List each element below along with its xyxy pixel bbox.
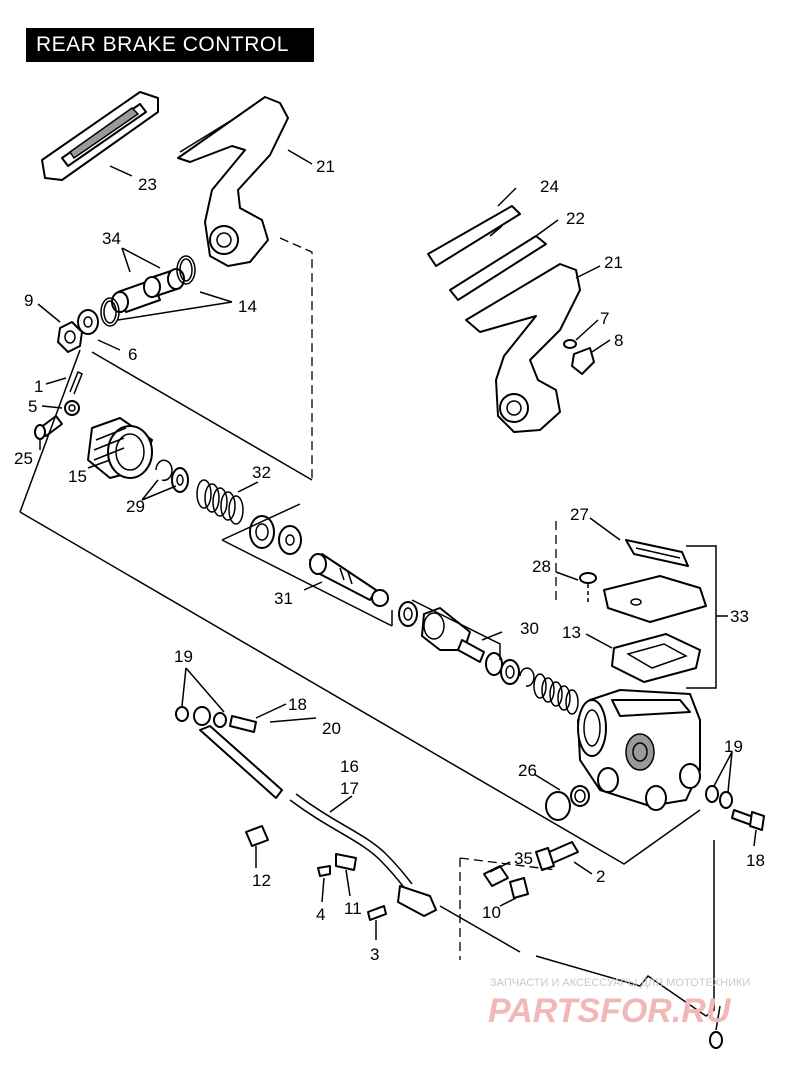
part-linkage-rod [535,840,723,1049]
part-5-washer [64,400,80,416]
watermark: ЗАПЧАСТИ И АКСЕССУАРЫ ДЛЯ МОТОТЕХНИКИ PA… [488,977,750,1030]
label-33: 33 [730,607,749,626]
label-20: 20 [322,719,341,738]
label-5: 5 [28,397,37,416]
part-34-bushings [111,268,185,313]
label-12: 12 [252,871,271,890]
part-32-spring [196,479,244,525]
bracket-33 [686,545,728,689]
part-retainer-clip [249,515,302,555]
label-15: 15 [68,467,87,486]
label-19-left: 19 [174,647,193,666]
part-9-nut [57,321,83,353]
leader-20 [19,511,701,865]
part-3-screw [367,905,387,921]
leader-20-left [19,349,81,513]
label-23: 23 [138,175,157,194]
part-master-cylinder-body [577,689,701,811]
label-6: 6 [128,345,137,364]
label-17: 17 [340,779,359,798]
part-27-cover-gasket-label [625,539,689,567]
part-30-piston-assembly [398,601,535,687]
part-23-pedal-pad [41,91,159,181]
label-18-left: 18 [288,695,307,714]
part-master-cylinder-spring [533,673,579,715]
part-25-clevis-pin [34,415,63,440]
label-4: 4 [316,905,325,924]
part-13-diaphragm [611,633,701,683]
part-19-washers-left [175,706,227,728]
part-4-screw [317,865,331,877]
bracket-30 [411,599,501,660]
label-28: 28 [532,557,551,576]
label-21-top: 21 [316,157,335,176]
label-25: 25 [14,449,33,468]
part-16-17-brake-hose [199,725,437,917]
part-10-fitting [439,905,521,953]
label-30: 30 [520,619,539,638]
label-27: 27 [570,505,589,524]
part-31-pushrod [309,553,389,607]
part-number-labels: 23 21 34 14 9 6 1 5 25 15 29 32 31 30 24… [14,157,765,964]
part-8-cap [571,347,595,375]
label-29: 29 [126,497,145,516]
watermark-tagline: ЗАПЧАСТИ И АКСЕССУАРЫ ДЛЯ МОТОТЕХНИКИ [490,977,750,989]
label-10: 10 [482,903,501,922]
label-31: 31 [274,589,293,608]
label-9: 9 [24,291,33,310]
leader-lever-assembly [91,351,313,481]
part-18-banjo-bolt-left [229,715,257,733]
label-11: 11 [344,899,362,918]
label-24: 24 [540,177,559,196]
label-2: 2 [596,867,605,886]
part-1-cotter-pin [69,370,83,395]
part-19-washers-right [705,785,733,809]
part-18-banjo-bolt-right [731,809,765,831]
label-8: 8 [614,331,623,350]
part-6-washer [77,309,99,335]
label-7: 7 [600,309,609,328]
part-24-pad-right [427,205,521,267]
label-14: 14 [238,297,257,316]
part-28-screw [579,572,597,604]
label-22: 22 [566,209,585,228]
part-26-cap-and-ring [545,785,590,821]
label-21-right: 21 [604,253,623,272]
label-32: 32 [252,463,271,482]
bracket-31 [221,503,393,627]
label-16: 16 [340,757,359,776]
part-15-boot [87,417,153,479]
label-19-right: 19 [724,737,743,756]
leader-lines [37,149,757,940]
label-35: 35 [514,849,533,868]
part-21-brake-lever-right [465,263,581,433]
part-21-brake-lever-top [177,96,289,267]
label-34: 34 [102,229,121,248]
part-11-clamp [335,853,357,871]
part-reservoir-cover [603,575,707,623]
dash-line-lever [279,237,313,480]
label-1: 1 [34,377,43,396]
watermark-logo-text: PARTSFOR.RU [488,992,732,1030]
diagram-title: REAR BRAKE CONTROL [26,28,314,62]
label-13: 13 [562,623,581,642]
part-7-washer [563,339,577,349]
dash-line-10b [459,857,557,871]
part-14-o-rings [100,255,196,327]
label-26: 26 [518,761,537,780]
part-22-pad-insert [449,225,547,301]
label-18-right: 18 [746,851,765,870]
part-12-clip [245,825,269,847]
label-3: 3 [370,945,379,964]
part-35-switch [483,865,529,899]
part-2-bolt [535,841,579,871]
